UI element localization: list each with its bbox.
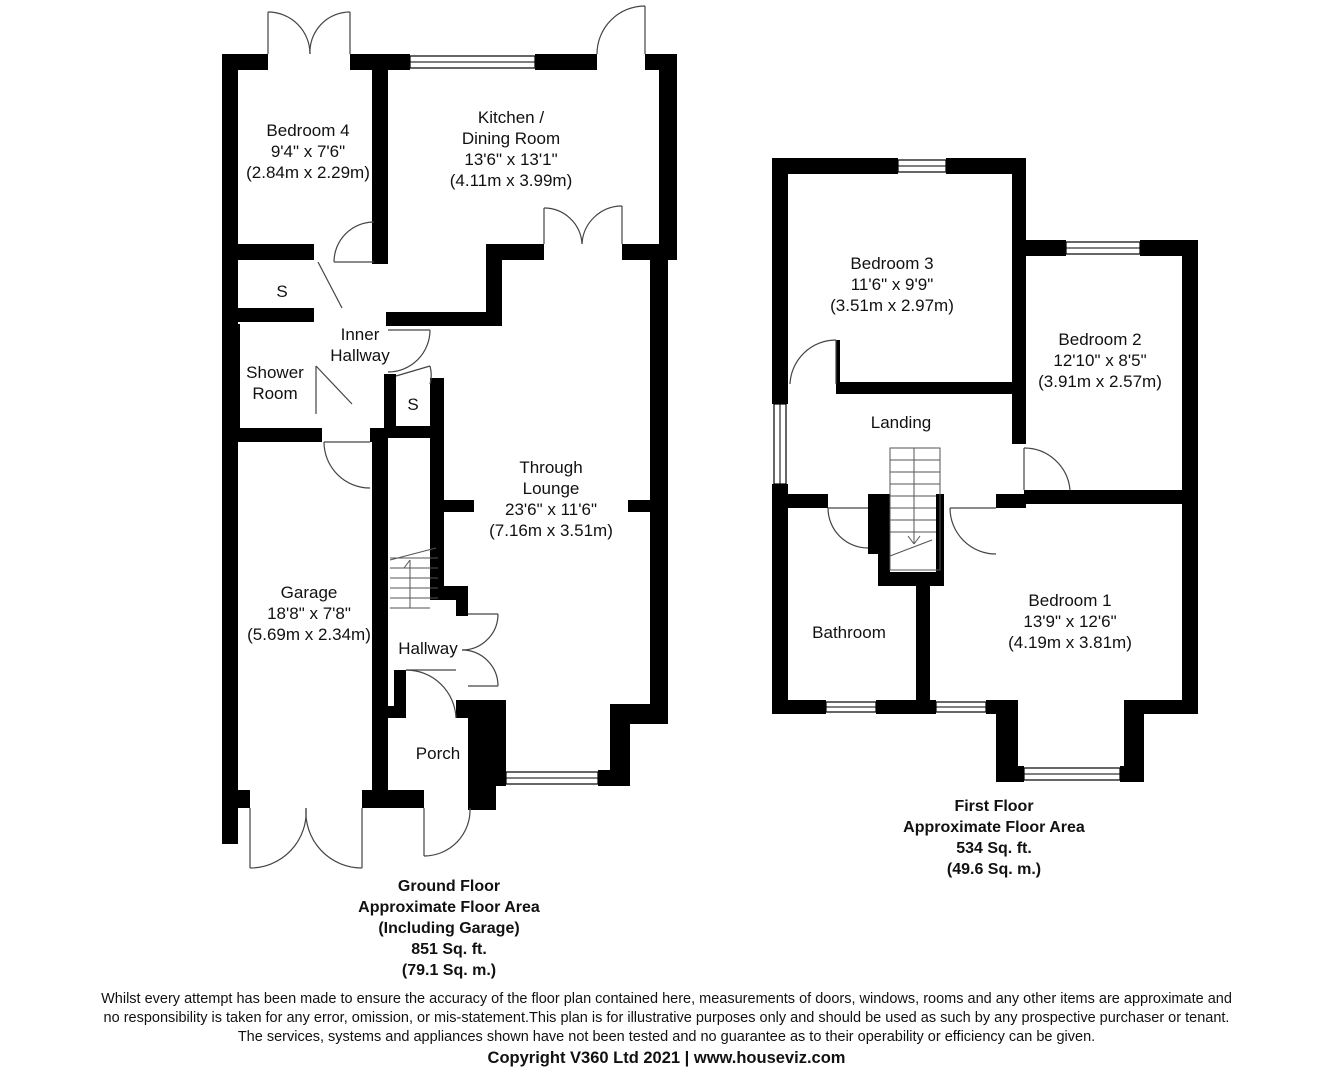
bedroom-4-label: Bedroom 4 9'4" x 7'6" (2.84m x 2.29m) bbox=[246, 120, 370, 183]
bedroom-3-imperial: 11'6" x 9'9" bbox=[850, 275, 934, 294]
kitchen-name-1: Kitchen / bbox=[477, 108, 545, 127]
first-floor-sqm: (49.6 Sq. m.) bbox=[946, 861, 1042, 878]
shower-room-label: Shower Room bbox=[246, 362, 304, 404]
porch-name: Porch bbox=[415, 744, 461, 763]
through-lounge-name-1: Through bbox=[519, 458, 583, 477]
garage-name: Garage bbox=[280, 583, 338, 602]
hallway-label: Hallway bbox=[398, 638, 458, 659]
bathroom-label: Bathroom bbox=[812, 622, 886, 643]
inner-hallway-name-1: Inner bbox=[340, 325, 380, 344]
porch-label: Porch bbox=[416, 743, 460, 764]
bedroom-1-imperial: 13'9" x 12'6" bbox=[1023, 612, 1117, 631]
first-floor-doors bbox=[789, 339, 1071, 555]
bedroom-1-label: Bedroom 1 13'9" x 12'6" (4.19m x 3.81m) bbox=[1008, 590, 1132, 653]
bedroom-4-name: Bedroom 4 bbox=[266, 121, 350, 140]
store-2-name: S bbox=[407, 395, 419, 414]
bedroom-2-name: Bedroom 2 bbox=[1058, 330, 1142, 349]
bedroom-4-imperial: 9'4" x 7'6" bbox=[270, 142, 346, 161]
bathroom-name: Bathroom bbox=[812, 623, 886, 642]
ground-floor-sqft: 851 Sq. ft. bbox=[411, 941, 487, 958]
ground-floor-title: Ground Floor bbox=[397, 878, 501, 895]
kitchen-imperial: 13'6" x 13'1" bbox=[464, 150, 558, 169]
first-floor-sqft: 534 Sq. ft. bbox=[956, 840, 1032, 857]
ground-floor-windows bbox=[409, 55, 599, 785]
first-floor-stairs bbox=[889, 447, 941, 571]
bedroom-4-metric: (2.84m x 2.29m) bbox=[246, 163, 370, 182]
shower-room-name-2: Room bbox=[252, 384, 298, 403]
ground-floor-walls bbox=[222, 54, 677, 844]
inner-hallway-name-2: Hallway bbox=[330, 346, 390, 365]
bedroom-2-metric: (3.91m x 2.57m) bbox=[1038, 372, 1162, 391]
through-lounge-imperial: 23'6" x 11'6" bbox=[505, 500, 597, 519]
bedroom-1-name: Bedroom 1 bbox=[1028, 591, 1112, 610]
bedroom-3-metric: (3.51m x 2.97m) bbox=[830, 296, 954, 315]
garage-imperial: 18'8" x 7'8" bbox=[267, 604, 351, 623]
bedroom-3-name: Bedroom 3 bbox=[850, 254, 934, 273]
kitchen-name-2: Dining Room bbox=[461, 129, 561, 148]
shower-room-name-1: Shower bbox=[246, 363, 304, 382]
first-floor-subtitle: Approximate Floor Area bbox=[903, 819, 1085, 836]
through-lounge-name-2: Lounge bbox=[522, 479, 580, 498]
ground-floor-stairs bbox=[389, 547, 438, 609]
disclaimer-line-3: The services, systems and appliances sho… bbox=[237, 1029, 1096, 1045]
hallway-name: Hallway bbox=[398, 639, 458, 658]
ground-floor-doors bbox=[249, 5, 646, 869]
garage-metric: (5.69m x 2.34m) bbox=[247, 625, 371, 644]
first-floor-area: First Floor Approximate Floor Area 534 S… bbox=[903, 796, 1085, 880]
disclaimer-line-1: Whilst every attempt has been made to en… bbox=[101, 991, 1232, 1007]
garage-label: Garage 18'8" x 7'8" (5.69m x 2.34m) bbox=[247, 582, 371, 645]
disclaimer-line-2: no responsibility is taken for any error… bbox=[103, 1010, 1230, 1026]
kitchen-metric: (4.11m x 3.99m) bbox=[449, 171, 573, 190]
disclaimer: Whilst every attempt has been made to en… bbox=[0, 990, 1333, 1069]
ground-floor-sqm: (79.1 Sq. m.) bbox=[401, 962, 497, 979]
store-1-label: S bbox=[276, 281, 287, 302]
ground-floor-note: (Including Garage) bbox=[378, 920, 520, 937]
copyright-notice: Copyright V360 Ltd 2021 | www.houseviz.c… bbox=[487, 1049, 846, 1067]
kitchen-label: Kitchen / Dining Room 13'6" x 13'1" (4.1… bbox=[450, 107, 573, 191]
bedroom-2-imperial: 12'10" x 8'5" bbox=[1053, 351, 1147, 370]
bedroom-1-metric: (4.19m x 3.81m) bbox=[1008, 633, 1132, 652]
landing-name: Landing bbox=[870, 413, 932, 432]
ground-floor-area: Ground Floor Approximate Floor Area (Inc… bbox=[358, 876, 540, 981]
store-1-name: S bbox=[276, 282, 288, 301]
bedroom-3-label: Bedroom 3 11'6" x 9'9" (3.51m x 2.97m) bbox=[830, 253, 954, 316]
ground-floor-subtitle: Approximate Floor Area bbox=[358, 899, 540, 916]
landing-label: Landing bbox=[871, 412, 932, 433]
first-floor-windows bbox=[773, 159, 1141, 781]
through-lounge-metric: (7.16m x 3.51m) bbox=[489, 521, 613, 540]
inner-hallway-label: Inner Hallway bbox=[330, 324, 390, 366]
first-floor-title: First Floor bbox=[954, 798, 1034, 815]
store-2-label: S bbox=[407, 394, 418, 415]
bedroom-2-label: Bedroom 2 12'10" x 8'5" (3.91m x 2.57m) bbox=[1038, 329, 1162, 392]
through-lounge-label: Through Lounge 23'6" x 11'6" (7.16m x 3.… bbox=[489, 457, 613, 541]
